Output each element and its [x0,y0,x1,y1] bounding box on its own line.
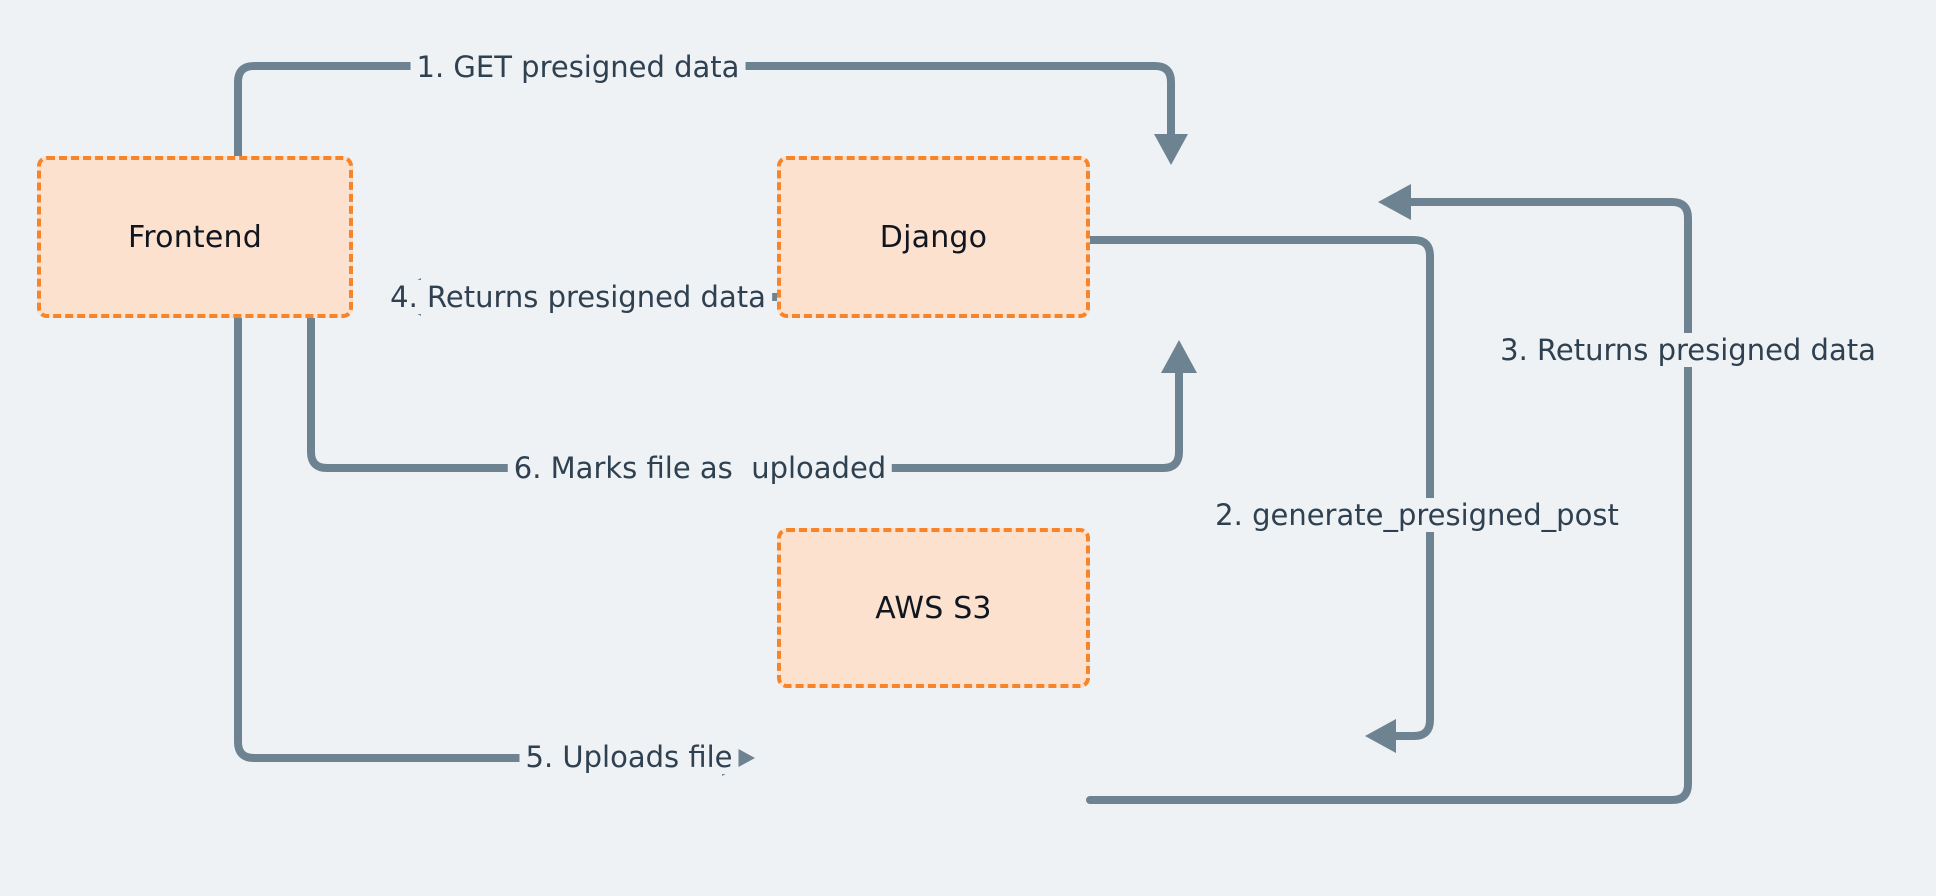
arrow-head-5 [722,740,755,776]
node-aws-s3[interactable]: AWS S3 [777,528,1090,688]
edge-2-generate-presigned-post [1086,236,1434,753]
node-django[interactable]: Django [777,156,1090,318]
node-frontend-label: Frontend [128,219,262,255]
edge-3-returns-presigned-data [1086,184,1692,804]
edge-5-uploads-file [234,314,755,776]
arrow-head-2 [1365,719,1396,753]
arrow-head-6 [1161,340,1197,373]
node-frontend[interactable]: Frontend [37,156,353,318]
edge-4-returns-presigned-data [386,278,781,316]
node-aws-s3-label: AWS S3 [875,590,992,626]
node-django-label: Django [879,219,988,255]
arrow-head-1 [1154,134,1188,165]
edge-6-marks-file-as-uploaded [307,314,1197,472]
arrow-head-4 [386,278,421,316]
arrow-head-3 [1378,184,1411,220]
edge-1-get-presigned-data [234,62,1188,165]
